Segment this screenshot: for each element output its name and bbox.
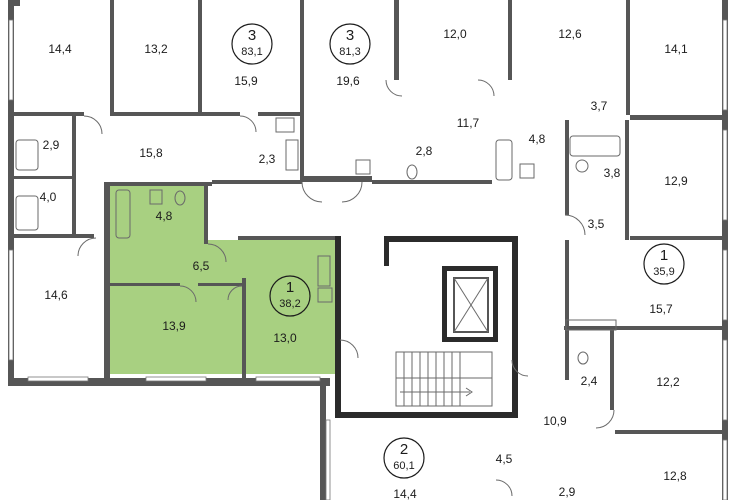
room-area: 12,9 <box>664 174 688 188</box>
room-area: 14,4 <box>393 487 417 500</box>
apartment-rooms-count: 1 <box>286 279 294 296</box>
room-area: 15,7 <box>649 302 673 316</box>
apartment-badge[interactable]: 3 83,1 <box>231 23 273 65</box>
apartment-area: 38,2 <box>279 298 300 310</box>
room-area: 15,9 <box>234 74 258 88</box>
room-area: 4,8 <box>156 209 173 223</box>
staircase <box>395 351 493 407</box>
room-area: 4,0 <box>40 190 57 204</box>
room-area: 13,0 <box>273 331 297 345</box>
apartment-area: 60,1 <box>393 460 414 472</box>
apartment-badge[interactable]: 2 60,1 <box>383 437 425 479</box>
room-area: 11,7 <box>457 116 480 130</box>
room-labels: 14,4 13,2 15,9 19,6 12,0 12,6 14,1 2,9 1… <box>40 27 688 500</box>
room-area: 12,2 <box>656 375 680 389</box>
bathroom-fixtures <box>15 117 621 365</box>
room-area: 3,8 <box>604 166 621 180</box>
highlighted-apartment[interactable] <box>108 186 335 374</box>
room-area: 14,6 <box>44 288 68 302</box>
apartment-badge[interactable]: 1 35,9 <box>643 243 685 285</box>
apartment-rooms-count: 2 <box>400 441 408 458</box>
room-area: 12,6 <box>558 27 582 41</box>
room-area: 13,2 <box>144 42 168 56</box>
room-area: 15,8 <box>139 146 163 160</box>
apartment-area: 83,1 <box>241 46 262 58</box>
apartment-rooms-count: 3 <box>346 27 354 44</box>
room-area: 2,4 <box>581 374 598 388</box>
room-area: 2,9 <box>559 485 576 499</box>
room-area: 12,0 <box>443 27 467 41</box>
room-area: 2,9 <box>43 138 60 152</box>
highlight-zone-middle <box>108 240 335 374</box>
room-area: 10,9 <box>543 414 567 428</box>
room-area: 4,8 <box>529 132 546 146</box>
room-area: 4,5 <box>496 452 513 466</box>
room-area: 14,4 <box>48 42 72 56</box>
apartment-badge[interactable]: 3 81,3 <box>329 23 371 65</box>
apartment-rooms-count: 3 <box>248 27 256 44</box>
room-area: 12,8 <box>663 469 687 483</box>
room-area: 19,6 <box>336 74 360 88</box>
apartment-rooms-count: 1 <box>660 247 668 264</box>
room-area: 3,5 <box>588 217 605 231</box>
room-area: 14,1 <box>664 42 688 56</box>
room-area: 6,5 <box>193 259 210 273</box>
apartment-area: 81,3 <box>339 46 360 58</box>
windows <box>8 19 728 500</box>
apartment-area: 35,9 <box>653 266 674 278</box>
apartment-badge[interactable]: 1 38,2 <box>269 275 311 317</box>
room-area: 13,9 <box>162 319 186 333</box>
doors <box>77 79 615 497</box>
core <box>335 236 518 418</box>
room-area: 2,8 <box>416 144 433 158</box>
room-area: 2,3 <box>259 152 276 166</box>
room-area: 3,7 <box>591 99 608 113</box>
